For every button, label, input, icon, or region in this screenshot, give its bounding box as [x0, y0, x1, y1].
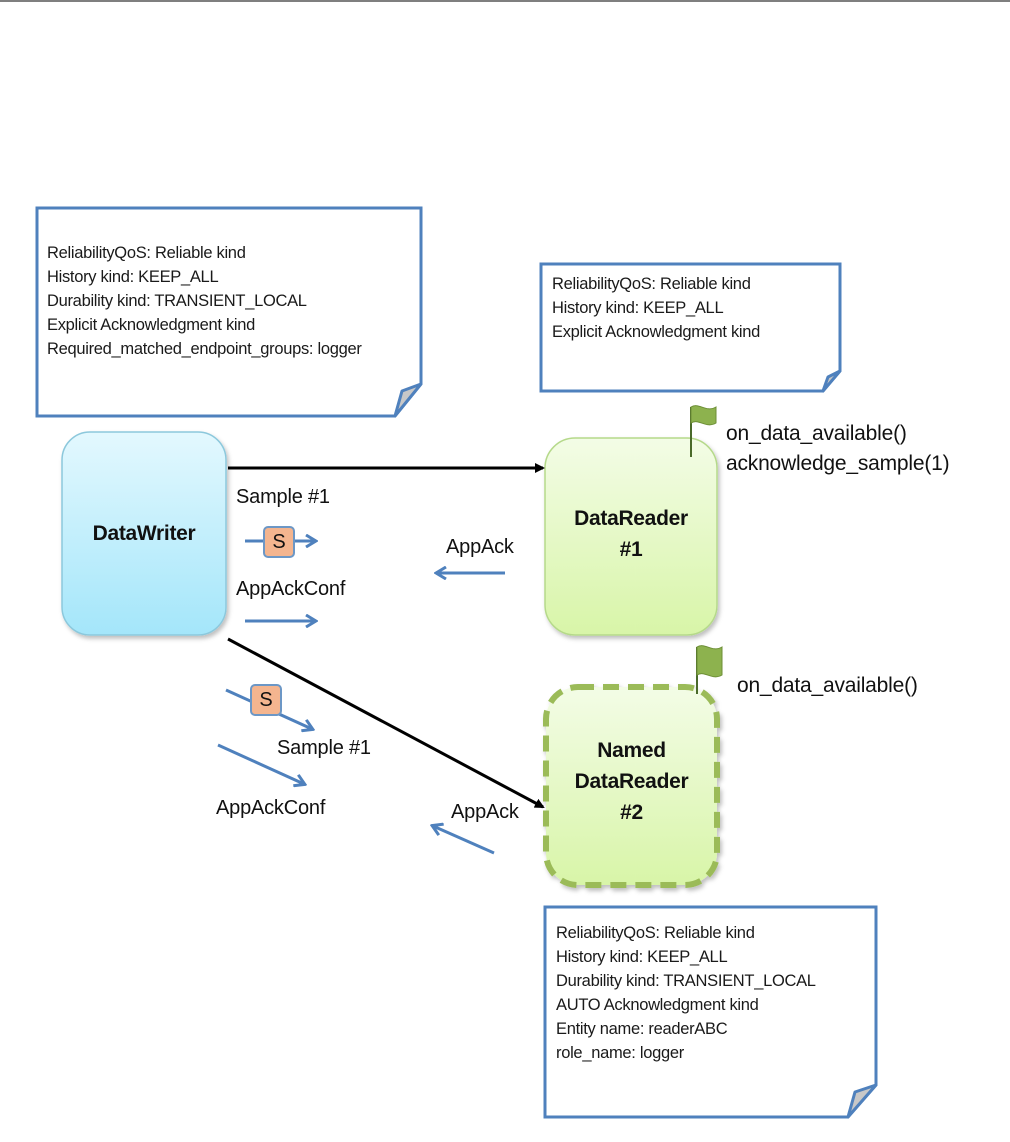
- qos-line: ReliabilityQoS: Reliable kind: [552, 275, 751, 293]
- reader2-qos-note: ReliabilityQoS: Reliable kind History ki…: [556, 921, 816, 1065]
- appack-label-1: AppAck: [446, 536, 514, 558]
- callback-text: on_data_available(): [737, 674, 918, 697]
- reader2-callbacks: on_data_available(): [737, 671, 918, 701]
- appackconf-arrow-2: [217, 743, 304, 784]
- reader1-callbacks: on_data_available() acknowledge_sample(1…: [726, 419, 950, 479]
- datareader2-label-line: DataReader: [574, 770, 689, 793]
- writer-to-reader2-connection: [227, 637, 545, 809]
- appack-label-2: AppAck: [451, 801, 519, 823]
- datareader1-label-line: DataReader: [574, 507, 688, 530]
- writer-qos-note-shape: [35, 206, 423, 418]
- qos-line: Explicit Acknowledgment kind: [552, 323, 761, 341]
- datareader2-label-line: Named: [597, 739, 666, 762]
- appack-arrow-2: [433, 826, 495, 855]
- datawriter-label: DataWriter: [92, 522, 196, 545]
- reader1-qos-note-shape: [539, 262, 842, 393]
- callback-text: on_data_available(): [726, 422, 907, 445]
- datareader1-label-line: #1: [619, 538, 643, 561]
- flag-icon: [696, 645, 723, 694]
- flag-icon: [690, 405, 717, 457]
- qos-line: Entity name: readerABC: [556, 1020, 728, 1038]
- reader1-qos-note: ReliabilityQoS: Reliable kind History ki…: [552, 272, 760, 344]
- datareader1-label: DataReader #1: [545, 503, 717, 565]
- sample-label-2: Sample #1: [277, 737, 371, 759]
- writer-qos-note: ReliabilityQoS: Reliable kind History ki…: [47, 241, 362, 361]
- datareader1-node[interactable]: [544, 437, 718, 636]
- sample-token-2: S: [250, 684, 282, 716]
- qos-line: Required_matched_endpoint_groups: logger: [47, 340, 362, 358]
- qos-line: ReliabilityQoS: Reliable kind: [556, 924, 755, 942]
- datareader2-label-line: #2: [620, 801, 643, 824]
- qos-line: Durability kind: TRANSIENT_LOCAL: [556, 972, 816, 990]
- top-border-line: [0, 0, 1010, 2]
- qos-line: History kind: KEEP_ALL: [47, 268, 219, 286]
- appackconf-label-2: AppAckConf: [216, 797, 326, 819]
- qos-line: ReliabilityQoS: Reliable kind: [47, 244, 246, 262]
- qos-line: AUTO Acknowledgment kind: [556, 996, 759, 1014]
- qos-line: role_name: logger: [556, 1044, 684, 1062]
- datawriter-node[interactable]: [61, 431, 227, 636]
- sample-token-1: S: [263, 526, 295, 558]
- qos-line: History kind: KEEP_ALL: [552, 299, 724, 317]
- sample-label-1: Sample #1: [236, 486, 330, 508]
- datareader2-label: Named DataReader #2: [546, 735, 717, 828]
- reader2-qos-note-shape: [543, 905, 878, 1119]
- qos-line: Explicit Acknowledgment kind: [47, 316, 256, 334]
- qos-line: Durability kind: TRANSIENT_LOCAL: [47, 292, 307, 310]
- callback-text: acknowledge_sample(1): [726, 452, 950, 475]
- appackconf-label-1: AppAckConf: [236, 578, 346, 600]
- qos-line: History kind: KEEP_ALL: [556, 948, 728, 966]
- named-datareader2-node[interactable]: [543, 684, 720, 888]
